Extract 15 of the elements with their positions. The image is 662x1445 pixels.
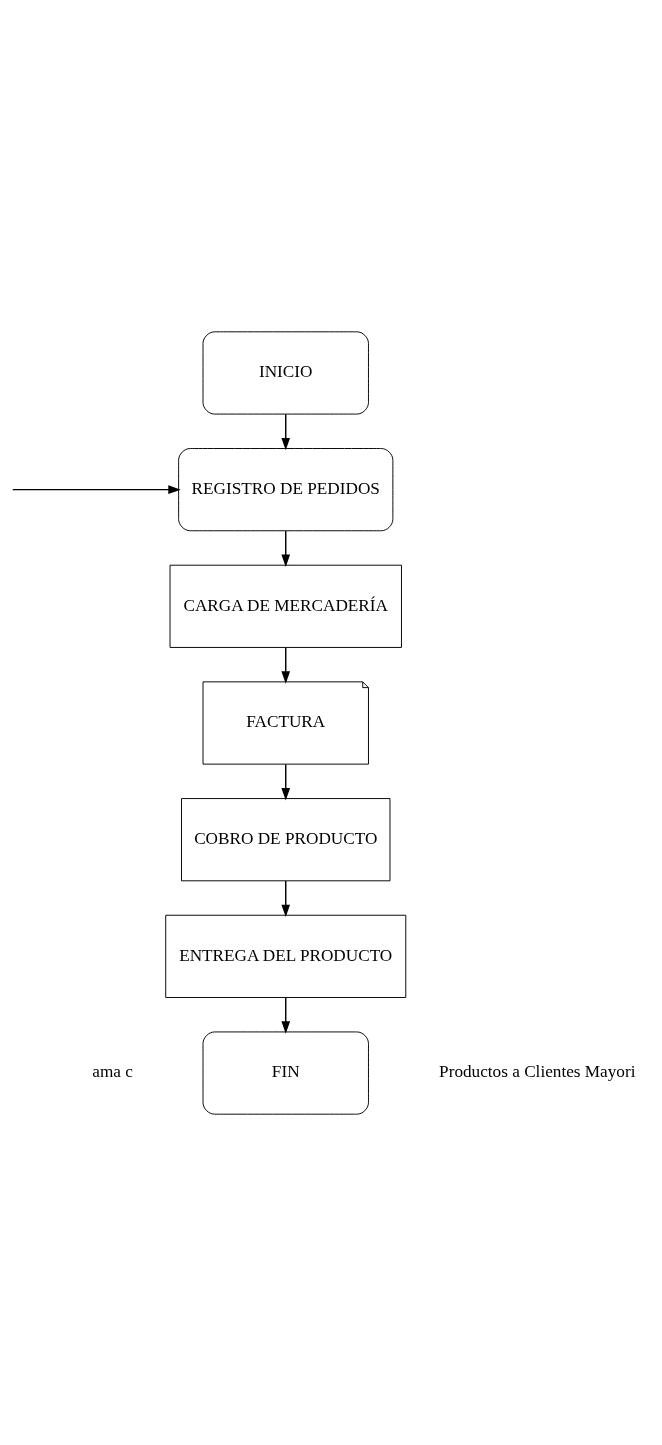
label: Productos a Clientes Mayori (439, 1061, 636, 1081)
node-box: INICIO (202, 330, 369, 415)
node-box: FIN (202, 1030, 369, 1115)
node-box: REGISTRO DE PEDIDOS (178, 447, 394, 531)
node-box: ENTREGA DEL PRODUCTO (165, 914, 407, 998)
node-box: COBRO DE PRODUCTO (181, 797, 391, 881)
arrow (281, 879, 291, 917)
arrow (281, 646, 291, 684)
arrow (281, 996, 291, 1034)
arrow (12, 484, 181, 494)
arrow (281, 413, 291, 450)
node-box: CARGA DE MERCADERÍA (169, 564, 402, 648)
arrow (281, 529, 291, 567)
arrow (281, 763, 291, 800)
label: ama c (92, 1061, 133, 1081)
